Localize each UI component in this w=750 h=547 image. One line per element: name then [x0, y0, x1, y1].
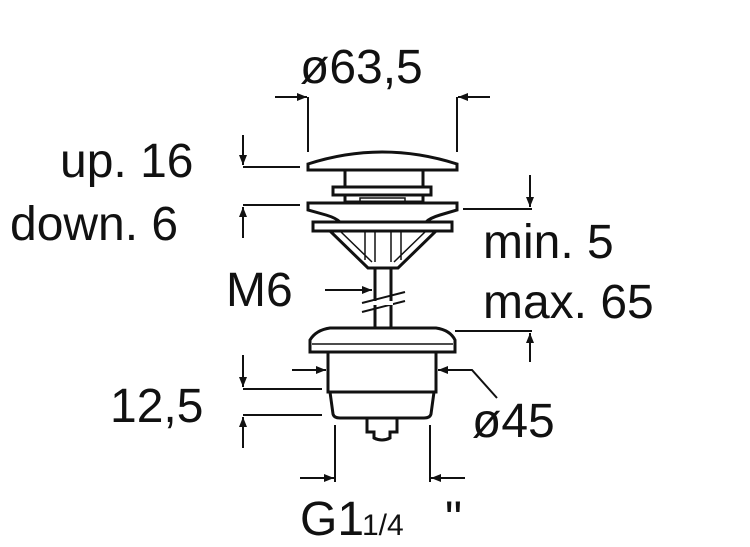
label-max: max. 65 [483, 276, 654, 329]
label-height: 12,5 [110, 380, 203, 433]
flange [306, 201, 459, 224]
label-thread: M6 [226, 264, 293, 317]
label-connection-main: G1 [300, 493, 364, 546]
label-down: down. 6 [10, 198, 178, 251]
dimension-lines [239, 93, 534, 482]
lower-body [328, 390, 436, 420]
label-up: up. 16 [60, 135, 193, 188]
body [326, 350, 438, 394]
label-min: min. 5 [483, 216, 614, 269]
lower-flange [308, 326, 457, 354]
cap [306, 150, 459, 172]
cap-ring [331, 185, 433, 197]
valve-drawing [306, 150, 459, 442]
label-connection: G1 1/4 " [300, 493, 462, 546]
label-connection-unit: " [445, 493, 462, 546]
nut [365, 416, 399, 442]
label-connection-fraction: 1/4 [362, 509, 404, 542]
label-diameter-top: ø63,5 [300, 41, 423, 94]
label-diameter-body: ø45 [472, 395, 555, 448]
break-lines [361, 291, 406, 313]
